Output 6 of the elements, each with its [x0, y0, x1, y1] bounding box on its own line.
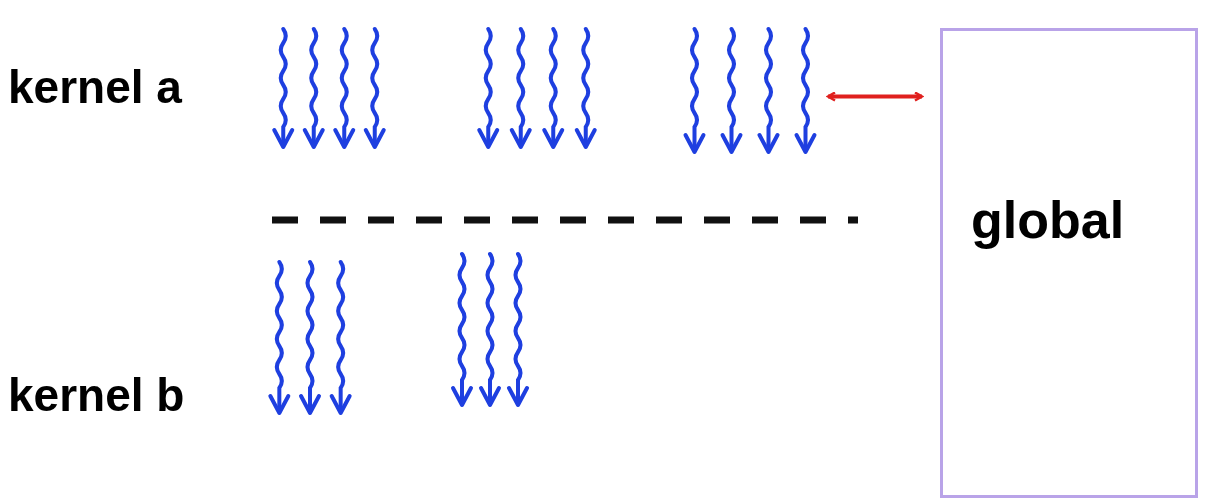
thread-arrows-drawing	[448, 250, 532, 408]
kernel-label: kernel b	[8, 368, 185, 422]
memory-box	[940, 28, 1198, 498]
memory-label: global	[971, 190, 1125, 251]
double-arrow	[826, 91, 924, 102]
kernel-label: kernel a	[8, 60, 182, 114]
